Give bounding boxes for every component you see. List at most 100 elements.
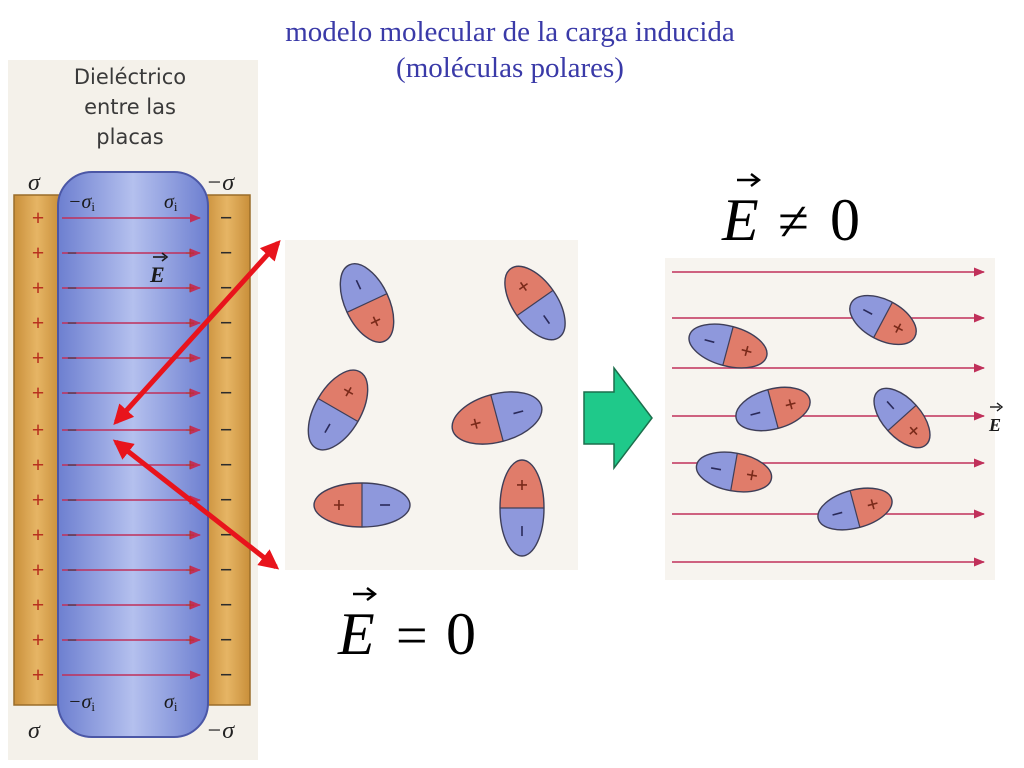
nonzero-symbol: E <box>721 187 759 253</box>
molecule-minus-mark <box>543 314 551 325</box>
induced-plus-sign: + <box>185 420 195 440</box>
induced-minus-sign: − <box>67 490 77 510</box>
sigma-bottom-left: σ <box>28 718 41 744</box>
plate-plus-sign: + <box>32 380 45 405</box>
molecule-divider <box>887 404 917 432</box>
vector-arrowhead-zero <box>366 587 377 601</box>
molecule-plus-mark <box>343 386 354 397</box>
plate-plus-sign: + <box>32 310 45 335</box>
molecule-plus-mark <box>370 316 381 327</box>
aligned-field-label: E <box>988 402 1004 435</box>
molecule-minus-mark <box>324 423 331 434</box>
plate-minus-sign: − <box>220 240 233 265</box>
aligned-molecules <box>688 294 931 531</box>
molecule-divider <box>849 490 861 528</box>
molecule-divider <box>317 397 359 423</box>
induced-charge-top-right-symbol: σ <box>164 191 175 213</box>
molecule-outline <box>504 265 566 341</box>
molecule-minus-mark <box>704 338 715 344</box>
caption-line-2: entre las <box>84 95 176 119</box>
slide-title: modelo molecular de la carga inducida (m… <box>240 14 780 86</box>
applied-field-lines <box>672 267 986 567</box>
molecule-minus-mark <box>862 308 873 315</box>
aligned-molecules-panel: E <box>665 258 1004 580</box>
zero-relation: = <box>396 605 428 667</box>
molecule-positive-half <box>504 266 554 316</box>
vector-arrowhead-nonzero <box>750 173 761 187</box>
plate-minus-sign: − <box>220 417 233 442</box>
sigma-top-left: σ <box>28 170 41 196</box>
induced-plus-sign: + <box>185 348 195 368</box>
molecule-minus-mark <box>513 410 524 415</box>
random-molecule <box>451 391 543 445</box>
induced-minus-sign: − <box>67 525 77 545</box>
plate-plus-sign: + <box>32 627 45 652</box>
induced-minus-sign: − <box>67 420 77 440</box>
molecule-positive-half <box>887 405 930 448</box>
nonzero-relation: ≠ <box>778 191 809 253</box>
molecule-plus-mark <box>518 281 528 292</box>
molecule-outline <box>451 391 543 445</box>
random-molecules-panel <box>285 240 578 570</box>
equation-field-zero: E = 0 <box>337 587 476 667</box>
molecule-plus-mark <box>785 399 796 410</box>
molecule-divider <box>490 394 504 442</box>
induced-charge-top-left-symbol: −σ <box>68 191 92 213</box>
plate-minus-sign: − <box>220 380 233 405</box>
plate-plus-sign: + <box>32 417 45 442</box>
title-line-2: (moléculas polares) <box>396 52 624 84</box>
molecule-positive-half <box>722 326 767 368</box>
induced-charge-bottom-right-subscript: i <box>174 699 178 714</box>
induced-minus-sign: − <box>67 278 77 298</box>
molecule-divider <box>722 326 734 366</box>
plate-minus-sign: − <box>220 205 233 230</box>
plate-plus-sign: + <box>32 487 45 512</box>
molecule-minus-mark <box>750 411 761 416</box>
molecule-minus-mark <box>832 511 843 516</box>
molecule-plus-mark <box>867 499 878 510</box>
aligned-panel-background <box>665 258 995 580</box>
induced-charge-top-left-subscript: i <box>91 199 95 214</box>
plate-plus-sign: + <box>32 275 45 300</box>
plate-minus-sign: − <box>220 592 233 617</box>
induced-plus-sign: + <box>185 630 195 650</box>
plate-plus-sign: + <box>32 557 45 582</box>
induced-minus-sign: − <box>67 455 77 475</box>
molecule-negative-half <box>874 388 917 431</box>
plate-minus-sign: − <box>220 452 233 477</box>
random-molecules <box>307 263 566 557</box>
aligned-molecule <box>849 294 917 346</box>
zero-symbol: E <box>337 601 375 667</box>
plate-minus-sign: − <box>220 662 233 687</box>
plate-plus-sign: + <box>32 345 45 370</box>
induced-charge-bottom-left-subscript: i <box>91 699 95 714</box>
induced-minus-sign: − <box>67 243 77 263</box>
molecule-positive-half <box>850 488 893 528</box>
induced-charge-bottom-left-symbol: −σ <box>68 691 92 713</box>
random-molecule <box>307 369 369 451</box>
molecule-positive-half <box>873 302 917 345</box>
plate-plus-sign: + <box>32 592 45 617</box>
minus-sigma-bottom-right: −σ <box>206 718 235 744</box>
plate-plus-sign: + <box>32 240 45 265</box>
aligned-field-symbol: E <box>988 415 1001 435</box>
molecule-plus-mark <box>470 418 481 429</box>
plate-minus-sign: − <box>220 310 233 335</box>
molecule-plus-mark <box>741 345 752 357</box>
plate-plus-sign: + <box>32 662 45 687</box>
random-molecule <box>499 459 545 557</box>
molecule-outline <box>339 263 395 343</box>
molecule-divider <box>873 302 893 338</box>
induced-charge-top-right-subscript: i <box>174 199 178 214</box>
double-headed-arrow-icon-upper <box>113 240 281 425</box>
induced-plus-sign: + <box>185 560 195 580</box>
induced-plus-sign: + <box>185 595 195 615</box>
aligned-molecule <box>735 386 811 432</box>
induced-minus-sign: − <box>67 383 77 403</box>
plate-minus-sign: − <box>220 345 233 370</box>
title-line-1: modelo molecular de la carga inducida <box>285 16 735 48</box>
molecule-divider <box>346 293 388 313</box>
equation-field-nonzero: E ≠ 0 <box>721 173 860 253</box>
induced-plus-sign: + <box>185 243 195 263</box>
induced-plus-sign: + <box>185 455 195 475</box>
